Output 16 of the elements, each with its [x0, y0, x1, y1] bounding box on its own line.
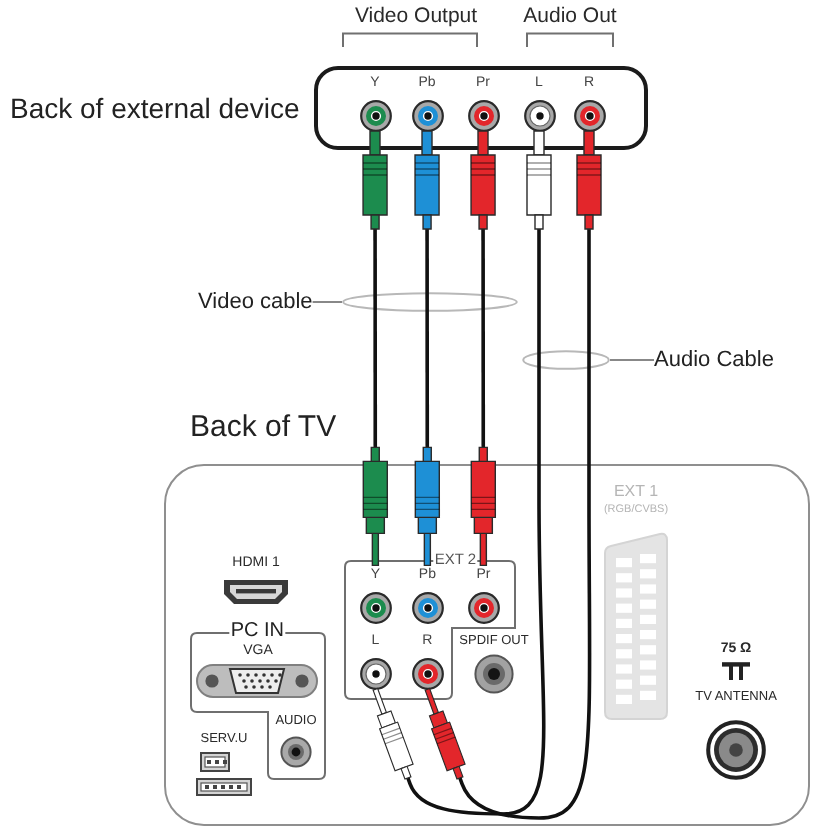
group-label: Audio Out [523, 4, 617, 29]
leader-line [311, 301, 343, 303]
panel-heading: Back of TV [190, 410, 337, 445]
callout-label: Video cable [198, 289, 313, 315]
leader-line [609, 359, 655, 361]
rca-cable [414, 130, 441, 567]
rca-cable [424, 130, 602, 820]
rca-cable [362, 130, 389, 567]
rca-cable [470, 130, 497, 567]
port-label: EXT 1 [613, 482, 659, 501]
cable-bundle-ellipse [342, 292, 518, 312]
group-label: Video Output [354, 4, 478, 29]
cable-bundle-ellipse [522, 350, 610, 370]
callout-label: Audio Cable [654, 347, 774, 373]
panel-heading: Back of external device [10, 91, 300, 124]
rca-cable [372, 130, 552, 816]
